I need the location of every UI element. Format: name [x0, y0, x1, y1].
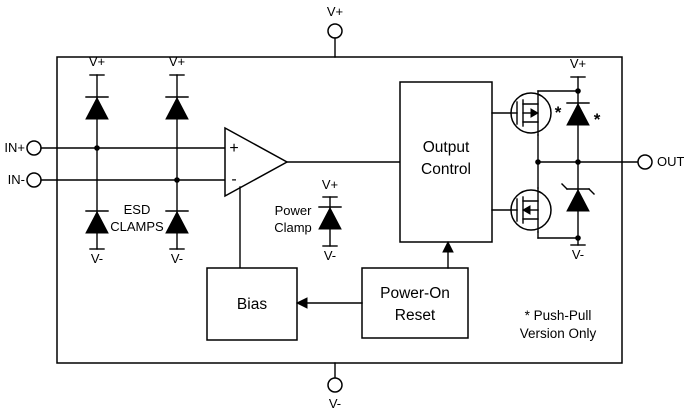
output-control-box	[399, 81, 493, 243]
arrowhead-icon	[295, 297, 308, 309]
footnote-line2: Version Only	[520, 326, 597, 341]
in-plus-pin	[26, 140, 42, 156]
junction-dot	[535, 159, 541, 165]
comparator: + -	[224, 126, 401, 269]
esd-clamp-in-minus: V+ V-	[165, 54, 189, 266]
output-stage: V+ V- * *	[491, 56, 601, 262]
junction-dot	[575, 88, 581, 94]
esd-caption-line2: CLAMPS	[110, 219, 164, 234]
in-plus-terminal: IN+	[4, 140, 226, 156]
vplus-terminal-pin	[327, 23, 343, 39]
por-label-line2: Reset	[395, 307, 436, 324]
power-clamp-caption-line2: Clamp	[274, 220, 312, 235]
vplus-rail-label: V+	[322, 177, 338, 192]
pushpull-asterisk-diode: *	[594, 110, 601, 129]
bias-block: Bias	[206, 267, 298, 341]
vminus-terminal-pin	[327, 377, 343, 393]
out-pin	[637, 154, 653, 170]
esd-clamp-in-plus: V+ V-	[85, 54, 109, 266]
pushpull-asterisk-fet: *	[555, 103, 562, 122]
vminus-bottom-label: V-	[329, 396, 341, 411]
in-minus-pin	[26, 172, 42, 188]
inverting-input-label: -	[231, 171, 236, 188]
comparator-icon	[224, 126, 289, 198]
esd-caption-line1: ESD	[124, 202, 151, 217]
in-minus-terminal: IN-	[8, 172, 226, 188]
vplus-rail-label: V+	[570, 56, 586, 71]
arrowhead-icon	[442, 240, 454, 253]
vplus-rail-label: V+	[169, 54, 185, 69]
vplus-rail-label: V+	[89, 54, 105, 69]
vminus-bottom-terminal: V-	[327, 362, 343, 411]
power-on-reset-box	[361, 267, 469, 339]
footnote: * Push-Pull Version Only	[520, 308, 597, 341]
output-control-label-line1: Output	[423, 139, 470, 156]
in-minus-label: IN-	[8, 172, 25, 187]
junction-dot	[94, 145, 100, 151]
power-clamp: Power Clamp V+ V-	[274, 177, 342, 263]
power-on-reset-block: Power-On Reset	[361, 267, 469, 339]
bias-box	[206, 267, 298, 341]
esd-clamps-caption: ESD CLAMPS	[110, 202, 164, 234]
noninverting-input-label: +	[229, 140, 238, 157]
por-to-bias-arrow	[295, 297, 363, 309]
vplus-top-label: V+	[327, 4, 343, 19]
por-to-output-control-arrow	[442, 240, 454, 269]
vminus-rail-label: V-	[91, 251, 103, 266]
out-terminal: OUT	[537, 154, 684, 170]
vminus-rail-label: V-	[324, 248, 336, 263]
por-label-line1: Power-On	[380, 285, 450, 302]
out-label: OUT	[657, 154, 684, 169]
vminus-rail-label: V-	[572, 247, 584, 262]
output-control-block: Output Control	[399, 81, 493, 243]
bias-label: Bias	[237, 296, 267, 313]
output-control-label-line2: Control	[421, 161, 471, 178]
junction-dot	[174, 177, 180, 183]
junction-dot	[575, 159, 581, 165]
footnote-line1: * Push-Pull	[525, 308, 592, 323]
vminus-rail-label: V-	[171, 251, 183, 266]
power-clamp-caption-line1: Power	[275, 203, 313, 218]
vplus-top-terminal: V+	[327, 4, 343, 58]
in-plus-label: IN+	[4, 140, 25, 155]
junction-dot	[575, 235, 581, 241]
